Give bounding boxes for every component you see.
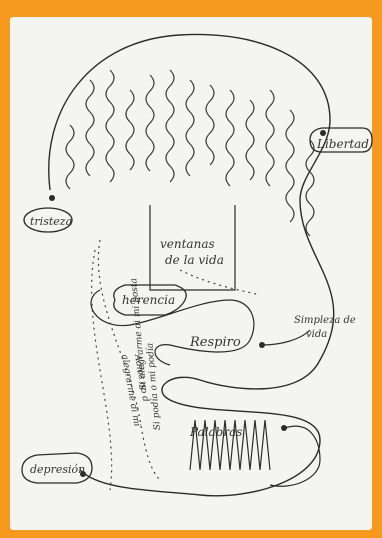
- palabras-dot: [281, 425, 287, 431]
- libertad-dot: [320, 130, 326, 136]
- tristeza-dot: [49, 195, 55, 201]
- respiro-connector: [262, 330, 310, 345]
- ventanas-label-1: ventanas: [160, 237, 215, 251]
- depresion-label: depresión: [30, 463, 85, 476]
- libertad-label: Libertad: [316, 137, 369, 151]
- tristeza-label: tristeza: [30, 215, 72, 228]
- wavy-lines: [66, 70, 314, 236]
- simpleza-label-1: Simpleza de: [294, 315, 356, 326]
- ventanas-label-2: de la vida: [165, 253, 224, 267]
- palabras-label: Palabras: [189, 425, 242, 439]
- respiro-label: Respiro: [189, 335, 241, 350]
- simpleza-label-2: vida: [306, 329, 327, 340]
